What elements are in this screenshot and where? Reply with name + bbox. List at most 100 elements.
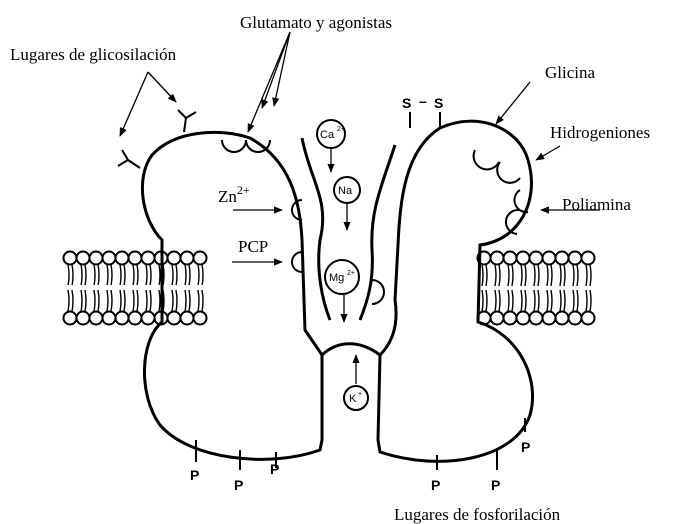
lipid-tail — [94, 290, 95, 312]
lipid-head — [530, 312, 543, 325]
lipid-tail — [107, 265, 108, 287]
lipid-tail — [137, 290, 138, 312]
lipid-tail — [560, 265, 561, 287]
lipid-head — [103, 312, 116, 325]
channel-wall-right — [360, 145, 395, 320]
lipid-tail — [185, 290, 186, 312]
lipid-tail — [512, 290, 513, 312]
lipid-head — [64, 252, 77, 265]
lipid-head — [90, 252, 103, 265]
lipid-tail — [202, 290, 203, 312]
lipid-head — [543, 252, 556, 265]
lipid-head — [103, 252, 116, 265]
lipid-tail — [72, 290, 73, 312]
lipid-tail — [551, 290, 552, 312]
lipid-tail — [133, 290, 134, 312]
lipid-head — [194, 312, 207, 325]
lipid-tail — [482, 290, 483, 312]
lipid-tail — [577, 290, 578, 312]
ion-calcium-label: Ca — [320, 129, 335, 141]
membrane-right — [478, 252, 595, 325]
lipid-tail — [538, 265, 539, 287]
lipid-tail — [137, 265, 138, 287]
phosphate-label: P — [521, 439, 530, 455]
lipid-tail — [521, 290, 522, 312]
lipid-tail — [85, 265, 86, 287]
lipid-tail — [124, 265, 125, 287]
ion-potassium-label: K — [349, 393, 357, 405]
lipid-tail — [577, 265, 578, 287]
membrane-left — [64, 252, 209, 325]
label-polyamine: Poliamina — [562, 195, 631, 214]
lipid-tail — [68, 265, 69, 287]
lipid-tail — [68, 290, 69, 312]
receptor-right-subunit — [378, 121, 533, 461]
label-glycosylation: Lugares de glicosilación — [10, 45, 177, 64]
label-glycine: Glicina — [545, 63, 595, 82]
lipid-head — [569, 312, 582, 325]
lipid-tail — [159, 290, 160, 312]
lipid-head — [168, 252, 181, 265]
lipid-tail — [508, 265, 509, 287]
lipid-tail — [150, 265, 151, 287]
lipid-tail — [534, 290, 535, 312]
disulfide-dash: – — [419, 93, 427, 109]
lipid-tail — [81, 290, 82, 312]
lipid-tail — [590, 265, 591, 287]
lipid-tail — [111, 265, 112, 287]
phosphate-labels: P P P P P P — [190, 439, 530, 493]
phosphate-stems — [196, 418, 525, 470]
lipid-head — [142, 252, 155, 265]
mg-side-pocket — [372, 280, 384, 304]
phosphate-label: P — [190, 467, 199, 483]
lipid-head — [129, 312, 142, 325]
lipid-head — [181, 252, 194, 265]
lipid-head — [491, 252, 504, 265]
ion-calcium: Ca 2+ — [317, 120, 345, 172]
ion-magnesium-label: Mg — [329, 272, 344, 284]
lipid-tail — [547, 265, 548, 287]
lipid-tail — [85, 290, 86, 312]
lipid-head — [129, 252, 142, 265]
lipid-head — [77, 312, 90, 325]
lipid-tail — [525, 265, 526, 287]
lipid-tail — [176, 265, 177, 287]
label-hydrogen: Hidrogeniones — [550, 123, 650, 142]
label-pcp: PCP — [238, 237, 268, 256]
lipid-head — [543, 312, 556, 325]
disulfide-s1: S — [402, 95, 411, 111]
lipid-head — [582, 312, 595, 325]
disulfide-bridge: S – S — [402, 93, 443, 128]
lipid-tail — [560, 290, 561, 312]
lipid-head — [194, 252, 207, 265]
lipid-tail — [72, 265, 73, 287]
lipid-tail — [534, 265, 535, 287]
disulfide-s2: S — [434, 95, 443, 111]
phosphate-label: P — [234, 477, 243, 493]
channel-wall-left — [302, 138, 330, 320]
lipid-tail — [564, 265, 565, 287]
lipid-tail — [146, 290, 147, 312]
lipid-tail — [198, 290, 199, 312]
lipid-head — [569, 252, 582, 265]
label-zinc: Zn2+ — [218, 183, 250, 206]
lipid-head — [517, 252, 530, 265]
ion-sodium: Na — [334, 177, 360, 230]
lipid-tail — [172, 265, 173, 287]
lipid-head — [116, 312, 129, 325]
lipid-tail — [176, 290, 177, 312]
lipid-tail — [146, 265, 147, 287]
lipid-tail — [564, 290, 565, 312]
lipid-tail — [508, 290, 509, 312]
lipid-tail — [551, 265, 552, 287]
lipid-tail — [98, 290, 99, 312]
lipid-tail — [150, 290, 151, 312]
ion-sodium-label: Na — [338, 185, 353, 197]
lipid-tail — [202, 265, 203, 287]
ion-magnesium: Mg 2+ — [325, 260, 359, 322]
lipid-head — [181, 312, 194, 325]
lipid-tail — [98, 265, 99, 287]
receptor-left-subunit — [142, 132, 322, 459]
lipid-tail — [189, 265, 190, 287]
phosphate-label: P — [270, 461, 279, 477]
